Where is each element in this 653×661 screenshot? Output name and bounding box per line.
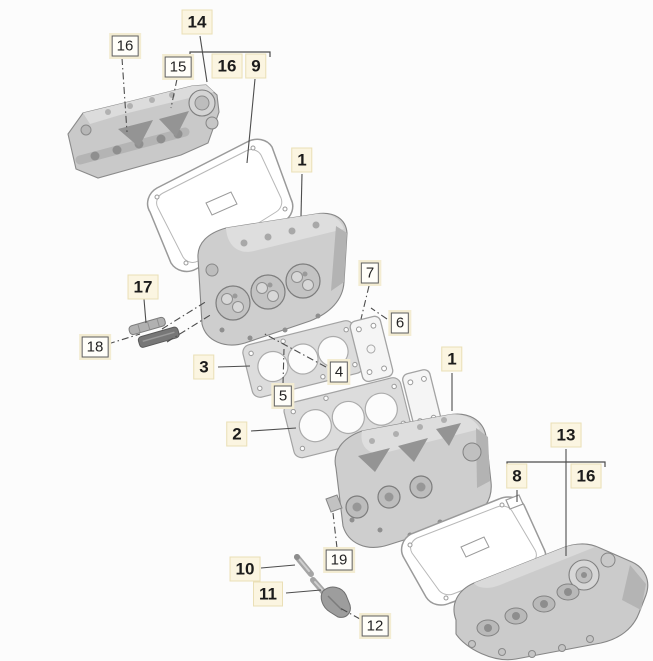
leader-3 [217,365,251,368]
callout-10[interactable]: 10 [229,556,261,582]
callout-16-group-right[interactable]: 16 [570,463,602,489]
callout-5[interactable]: 5 [273,385,293,407]
valve-cover-gasket-left-illustration [146,138,294,273]
leader-6 [370,307,388,320]
cam-carrier-left-illustration [67,84,220,179]
cylinder-head-upper-illustration [197,212,348,346]
leader-17 [143,298,147,324]
callout-12[interactable]: 12 [361,615,389,637]
callout-18[interactable]: 18 [81,336,109,358]
leader-15 [170,78,178,109]
callout-16-group-left[interactable]: 16 [211,53,243,79]
valve-cover-right-illustration [453,543,649,661]
callout-7[interactable]: 7 [360,262,380,284]
leader-16-cover-left [121,57,128,133]
callout-1-upper[interactable]: 1 [291,147,313,173]
spacer-plate-upper-illustration [349,315,394,383]
mount-line-1 [166,313,213,343]
leader-14 [199,35,208,83]
leader-10 [260,564,296,569]
dowel-pin-illustration [294,554,314,577]
leader-1-upper [300,173,303,217]
callout-11[interactable]: 11 [253,581,283,607]
callout-3[interactable]: 3 [193,354,215,380]
callout-16-cover-left[interactable]: 16 [111,35,139,57]
tensioner-part-illustration [310,577,351,618]
leader-9 [246,78,256,164]
bearing-caps-illustration [128,316,180,348]
bracket-group-14 [189,51,271,57]
callout-19[interactable]: 19 [325,549,353,571]
callout-9[interactable]: 9 [245,53,267,79]
callout-1-lower[interactable]: 1 [441,346,463,372]
callout-2[interactable]: 2 [226,421,248,447]
callout-4[interactable]: 4 [329,361,349,383]
mount-line-0 [161,300,208,330]
leader-12 [339,607,361,620]
callout-17[interactable]: 17 [127,274,159,300]
cylinder-head-lower-illustration [325,413,492,548]
leader-11 [285,589,322,594]
callout-14[interactable]: 14 [181,9,213,35]
leader-5 [282,348,285,385]
leader-19 [332,512,338,549]
leader-4 [262,332,327,368]
callout-15[interactable]: 15 [164,56,192,78]
callout-13[interactable]: 13 [550,422,582,448]
leader-2 [250,427,297,432]
callout-6[interactable]: 6 [390,312,410,334]
leader-18 [107,333,141,345]
callout-8[interactable]: 8 [506,463,528,489]
leader-7 [360,285,370,320]
